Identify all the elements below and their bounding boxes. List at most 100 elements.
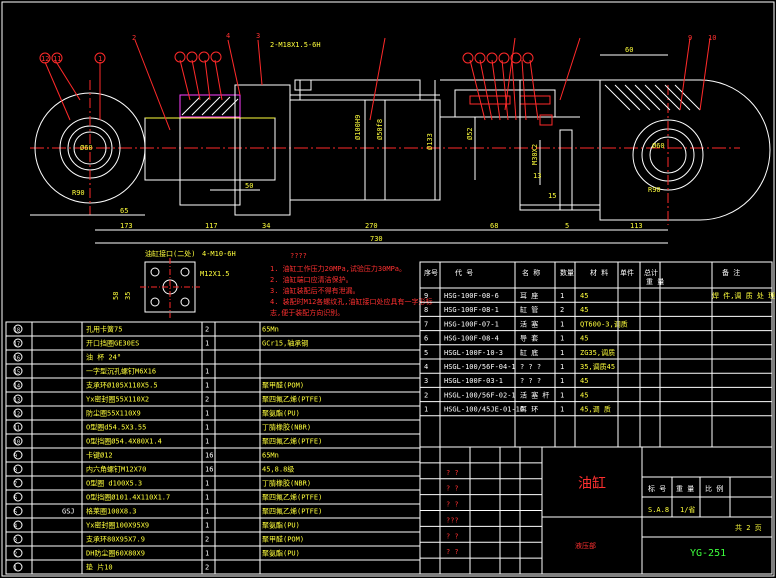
leader-2: 2	[132, 34, 136, 42]
table-header: 数量	[560, 268, 574, 277]
flange-detail: 油缸接口(二处) 4-M10-6H M12X1.5 58 35	[112, 249, 236, 318]
table-cell: 2	[205, 326, 209, 334]
table-cell: 3	[14, 538, 17, 544]
table-cell: HSGL-100F-03-1	[444, 377, 503, 385]
leader-labels: 12 11 1 2 3 4 9 10 2-M18X1.5-6H	[41, 32, 716, 63]
table-cell: 聚氨酯(PU)	[262, 549, 300, 558]
table-cell: 1	[560, 292, 564, 300]
dim-m30: M30X2	[531, 144, 539, 165]
leader-10: 10	[708, 34, 716, 42]
table-header: 材 料	[590, 268, 608, 277]
row-index-circle	[13, 534, 23, 544]
table-cell: HSG-100F-08-6	[444, 292, 499, 300]
table-cell: 1	[560, 349, 564, 357]
table-cell: 1	[560, 406, 564, 414]
bolt-note: 4-M10-6H	[202, 250, 236, 258]
table-cell: 1	[560, 391, 564, 399]
dimension-labels: 173 65 117 34 270 68 5 113 730 50 60 15 …	[72, 46, 665, 243]
table-cell: 1	[560, 377, 564, 385]
table-cell: 2	[14, 552, 17, 558]
table-cell: 15	[14, 370, 20, 376]
table-cell: Yx密封圈55X110X2	[86, 395, 149, 404]
dim-270: 270	[365, 222, 378, 230]
table-subheader: 重 量	[646, 278, 664, 286]
table-cell: 2	[205, 536, 209, 544]
mark-label: ???	[446, 516, 459, 524]
table-cell: 18	[14, 328, 20, 334]
row-index-circle	[13, 548, 23, 558]
table-cell: 聚四氟乙烯(PTFE)	[262, 395, 322, 404]
dim-r90-right: R90	[648, 186, 661, 194]
table-cell: 2	[205, 396, 209, 404]
table-cell: 一字型沉孔螺钉M6X16	[86, 367, 156, 376]
table-cell: 活 塞 杆	[520, 390, 549, 399]
table-cell: 缸 底	[520, 348, 538, 357]
table-cell: 9	[14, 454, 17, 460]
table-cell: 7	[424, 320, 428, 328]
table-cell: 聚四氟乙烯(PTFE)	[262, 437, 322, 446]
table-cell: 14	[14, 384, 20, 390]
table-cell: 2	[205, 564, 209, 572]
note-line-3: 3. 油缸装配后不得有泄漏。	[270, 286, 360, 295]
dim-r90-left: R90	[72, 189, 85, 197]
table-header: 名 称	[522, 268, 540, 277]
dim-bore-52: Ø52	[466, 127, 474, 140]
table-cell: 2	[560, 306, 564, 314]
table-cell: 8	[14, 468, 17, 474]
row-index-circle	[13, 464, 23, 474]
title-unit: 液压部	[575, 541, 596, 550]
table-cell: QT600-3,调质	[580, 319, 628, 328]
dim-34: 34	[262, 222, 270, 230]
flange-35: 35	[124, 292, 132, 300]
table-cell: HSGL-100F-10-3	[444, 349, 503, 357]
table-cell: 内六角螺钉M12X70	[86, 465, 146, 474]
row-index-circle	[13, 562, 23, 572]
table-cell: HSG-100F-08-4	[444, 335, 499, 343]
table-cell: 支承环Ø105X110X5.5	[86, 381, 158, 390]
tb-label-scale: 比 例	[705, 484, 723, 493]
table-cell: 7	[14, 482, 17, 488]
table-cell: 45	[580, 306, 588, 314]
table-cell: 3	[424, 377, 428, 385]
title-code: YG-251	[690, 548, 726, 559]
mark-label: ? ?	[446, 469, 459, 477]
table-cell: 45,8.8级	[262, 465, 294, 474]
row-index-circle	[13, 352, 23, 362]
table-cell: 45	[580, 391, 588, 399]
row-index-circle	[13, 478, 23, 488]
cylinder-view	[30, 37, 771, 244]
table-cell: 导 套	[520, 334, 538, 343]
table-cell: 6	[424, 335, 428, 343]
table-cell: 1	[205, 494, 209, 502]
table-cell: 1	[205, 508, 209, 516]
mark-label: ? ?	[446, 548, 459, 556]
leader-9: 9	[688, 34, 692, 42]
table-cell: 油 杯 24°	[86, 353, 121, 362]
row-index-circle	[13, 338, 23, 348]
table-cell: 1	[205, 550, 209, 558]
dim-15: 15	[548, 192, 556, 200]
row-index-circle	[13, 380, 23, 390]
table-cell: 17	[14, 342, 20, 348]
row-index-circle	[13, 366, 23, 376]
row-index-circle	[13, 394, 23, 404]
row-index-circle	[13, 436, 23, 446]
table-cell: O型圈 d100X5.3	[86, 479, 142, 488]
table-cell: 1	[205, 410, 209, 418]
dim-65: 65	[120, 207, 128, 215]
tb-sheet: 共 2 页	[735, 523, 762, 532]
flange-label: 油缸接口(二处)	[145, 249, 195, 258]
table-cell: 1	[560, 320, 564, 328]
table-cell: HSG-100F-07-1	[444, 320, 499, 328]
leader-1: 1	[98, 55, 102, 63]
table-cell: ? ? ?	[520, 363, 541, 371]
table-cell: 12	[14, 412, 20, 418]
leader-4: 4	[226, 32, 230, 40]
table-cell: DH防尘圈60X80X9	[86, 549, 145, 558]
row-index-circle	[13, 492, 23, 502]
table-cell: 16	[14, 356, 20, 362]
table-cell: 聚氨酯(PU)	[262, 409, 300, 418]
